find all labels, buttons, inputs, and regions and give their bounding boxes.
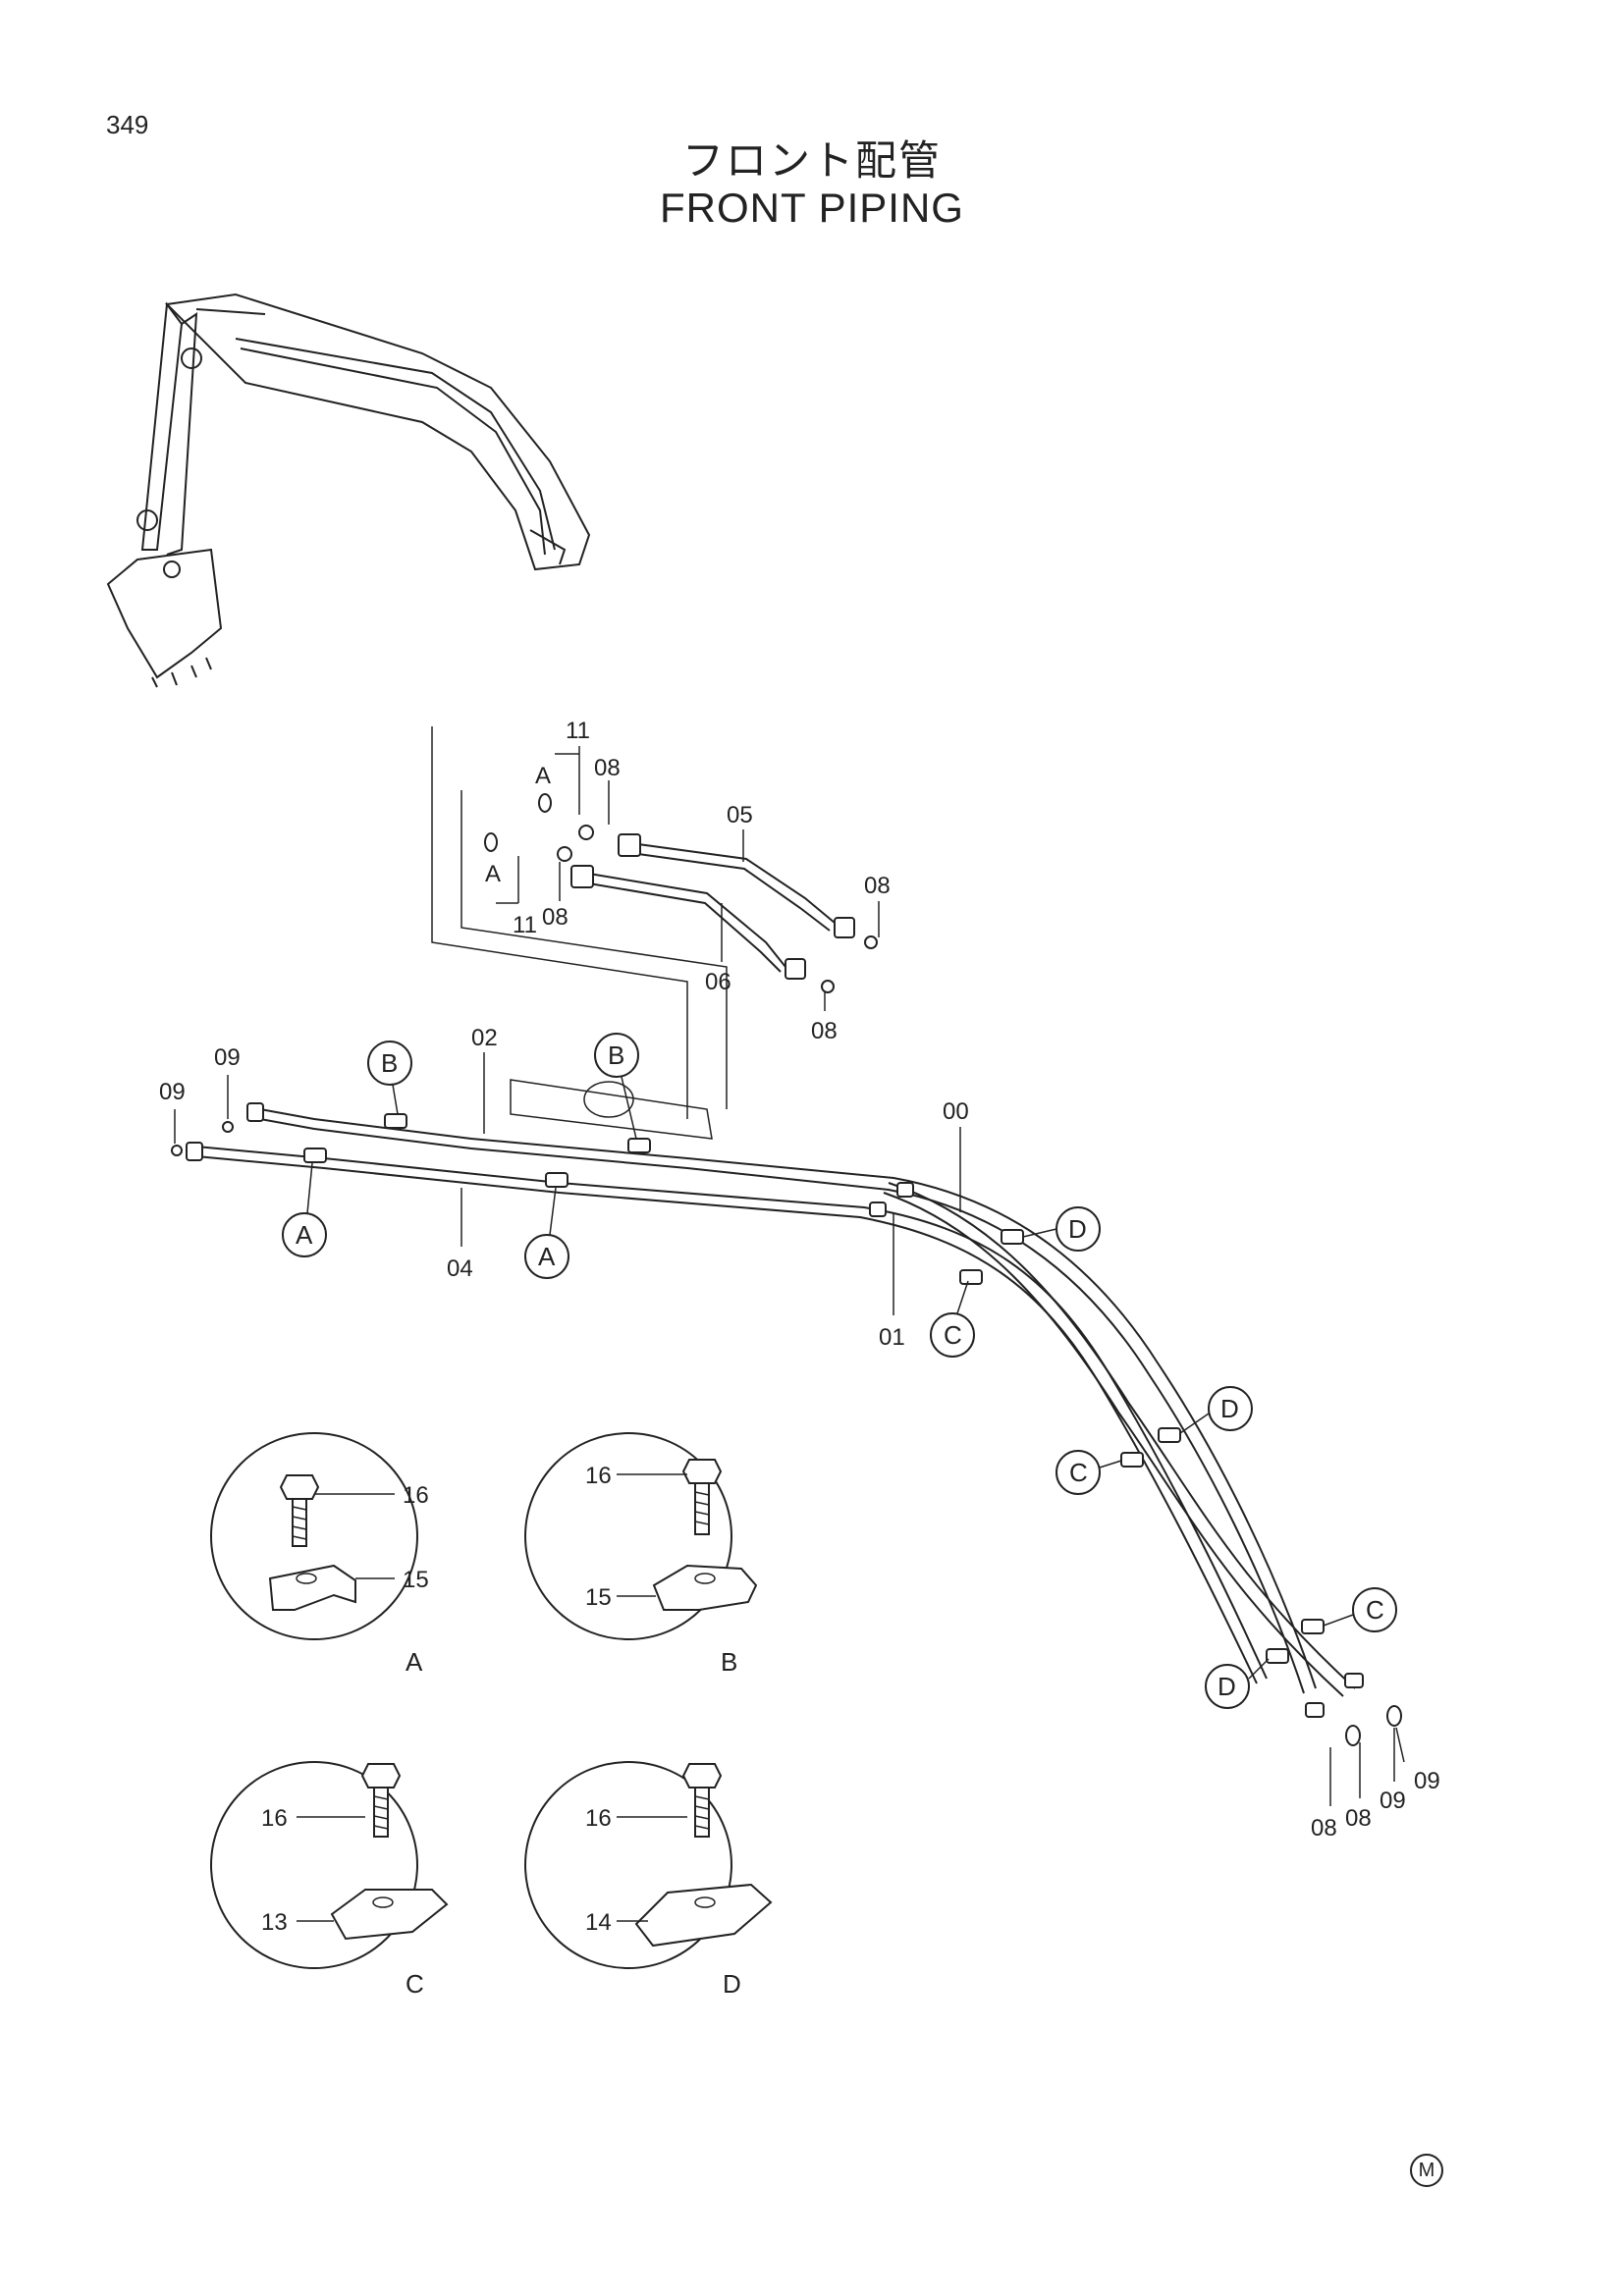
ref-c-low: C <box>1366 1595 1384 1625</box>
callout-08-top: 08 <box>594 755 621 781</box>
title-english: FRONT PIPING <box>660 185 964 231</box>
ref-d-low: D <box>1218 1672 1236 1701</box>
callouts: 11 08 05 08 11 08 06 08 02 09 09 00 <box>159 718 1440 1842</box>
ref-c-mid: C <box>1069 1458 1088 1487</box>
callout-00: 00 <box>943 1098 969 1125</box>
callout-08-bottom-a: 08 <box>1311 1815 1337 1842</box>
ref-d-mid: D <box>1220 1394 1239 1423</box>
callout-04: 04 <box>447 1255 473 1282</box>
short-hoses <box>484 793 878 993</box>
callout-09-left: 09 <box>159 1079 186 1105</box>
main-hoses <box>195 1108 1356 1697</box>
detail-view-a: 16 15 A <box>210 1432 429 1677</box>
excavator-overview-drawing <box>106 293 591 688</box>
detail-a-callout-15: 15 <box>403 1567 429 1593</box>
detail-a-label: A <box>406 1647 423 1677</box>
ref-a-mid: A <box>485 861 501 887</box>
callout-08-mid: 08 <box>542 904 568 931</box>
view-reference-circles: B B A A D C D C C D <box>282 1033 1397 1709</box>
callout-05: 05 <box>727 802 753 828</box>
detail-view-b: 16 15 B <box>524 1432 758 1677</box>
detail-d-callout-14: 14 <box>585 1909 612 1936</box>
ref-a-right: A <box>538 1242 556 1271</box>
callout-01: 01 <box>879 1324 905 1351</box>
ref-b-right: B <box>608 1041 624 1070</box>
detail-c-callout-13: 13 <box>261 1909 288 1936</box>
callout-08-low: 08 <box>811 1018 838 1044</box>
detail-c-label: C <box>406 1969 424 1999</box>
detail-a-callout-16: 16 <box>403 1482 429 1509</box>
fitting-letter-refs: A A <box>485 763 551 887</box>
detail-view-d: 16 14 D <box>524 1761 773 1999</box>
detail-c-callout-16: 16 <box>261 1805 288 1832</box>
footer-m-mark: M <box>1410 2154 1443 2187</box>
hose-clamps <box>303 1113 1364 1718</box>
callout-08-bottom-b: 08 <box>1345 1805 1372 1832</box>
detail-view-c: 16 13 C <box>210 1761 449 1999</box>
detail-d-label: D <box>723 1969 741 1999</box>
cylinder-body <box>431 726 728 1140</box>
callout-09-bottom-a: 09 <box>1380 1788 1406 1814</box>
ref-b-left: B <box>381 1048 398 1078</box>
ref-a-left: A <box>296 1220 313 1250</box>
detail-b-callout-16: 16 <box>585 1463 612 1489</box>
ref-c-top: C <box>944 1320 962 1350</box>
end-fittings <box>171 1102 1402 1746</box>
title-japanese: フロント配管 <box>681 136 942 185</box>
callout-11-top: 11 <box>566 718 590 744</box>
page-number: 349 <box>106 110 149 139</box>
callout-11-mid: 11 <box>513 912 537 938</box>
callout-09-upper: 09 <box>214 1044 241 1071</box>
detail-b-callout-15: 15 <box>585 1584 612 1611</box>
callout-02: 02 <box>471 1025 498 1051</box>
ref-d-top: D <box>1068 1214 1087 1244</box>
callout-08-right: 08 <box>864 873 891 899</box>
callout-09-bottom-b: 09 <box>1414 1768 1440 1794</box>
detail-b-label: B <box>721 1647 737 1677</box>
ref-a-top: A <box>535 763 551 789</box>
detail-d-callout-16: 16 <box>585 1805 612 1832</box>
callout-06: 06 <box>705 969 731 995</box>
